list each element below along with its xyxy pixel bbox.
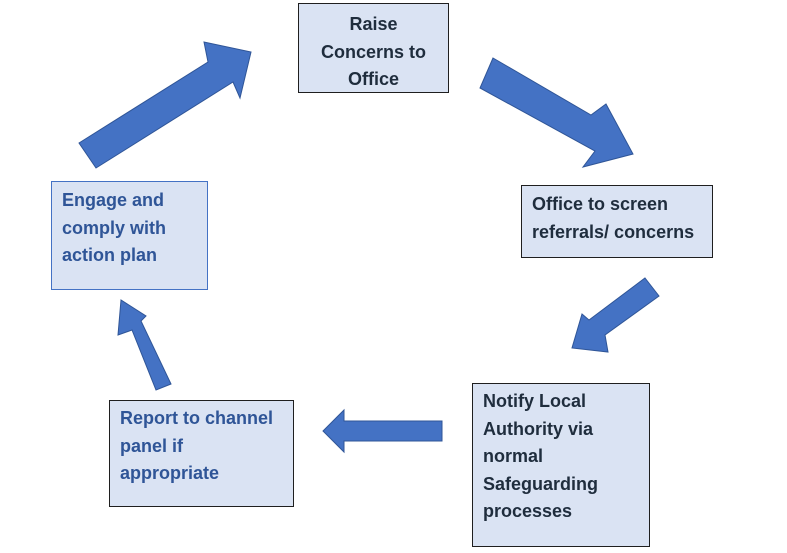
node-engage-action-plan: Engage and comply with action plan	[51, 181, 208, 290]
node-report-line-1: Report to channel	[120, 408, 274, 428]
node-report-line-2: panel if	[120, 435, 184, 456]
arrow-report-to-engage	[117, 299, 172, 391]
node-notify-line-1: Notify Local	[483, 391, 587, 411]
node-screen-line-1: Office to screen	[532, 194, 669, 214]
node-engage-line-1: Engage and	[62, 190, 165, 210]
node-raise-line-2: Concerns to	[320, 41, 426, 62]
node-raise-line-1: Raise	[349, 14, 398, 34]
node-raise-concerns: Raise Concerns to Office	[298, 3, 449, 93]
node-report-line-3: appropriate	[120, 463, 220, 483]
arrow-raise-to-screen	[479, 57, 634, 168]
node-notify-local-authority: Notify Local Authority via normal Safegu…	[472, 383, 650, 547]
node-notify-line-3: normal	[483, 446, 544, 466]
node-screen-referrals: Office to screen referrals/ concerns	[521, 185, 713, 258]
node-notify-line-4: Safeguarding	[483, 473, 599, 494]
arrow-screen-to-notify	[571, 277, 660, 353]
node-screen-line-2: referrals/ concerns	[532, 221, 695, 242]
arrow-engage-to-raise	[78, 41, 252, 169]
arrow-notify-to-report	[322, 408, 443, 454]
node-notify-line-5: processes	[483, 501, 573, 521]
node-raise-line-3: Office	[347, 69, 399, 89]
node-report-channel-panel: Report to channel panel if appropriate	[109, 400, 294, 507]
node-notify-line-2: Authority via	[483, 418, 594, 439]
node-engage-line-2: comply with	[62, 217, 167, 238]
node-engage-line-3: action plan	[62, 245, 158, 265]
